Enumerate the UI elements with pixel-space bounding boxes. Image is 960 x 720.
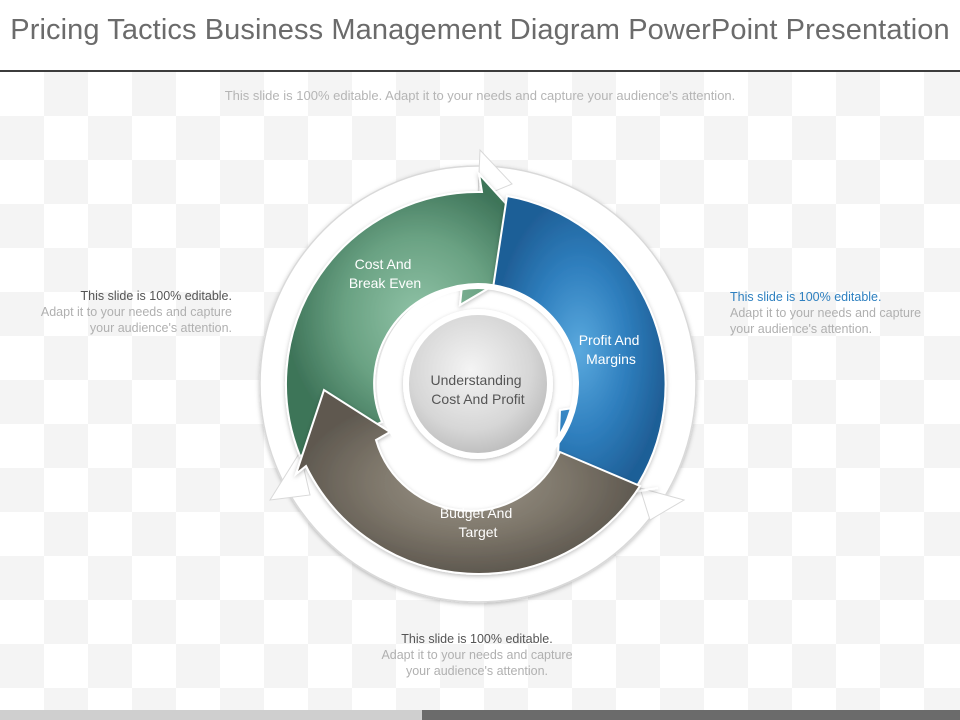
note-right: This slide is 100% editable. Adapt it to… [730,289,930,337]
footer-bar-light [0,710,422,720]
title-divider [0,70,960,72]
label-cost-break-even: Cost And Break Even [349,256,421,291]
footer-bar-dark [422,710,960,720]
slide-subtitle: This slide is 100% editable. Adapt it to… [224,88,736,103]
label-profit-margins: Profit And Margins [579,332,644,367]
note-left: This slide is 100% editable. Adapt it to… [30,288,232,336]
note-left-lead: This slide is 100% editable. [80,289,232,303]
slide-title: Pricing Tactics Business Management Diag… [10,14,950,46]
label-budget-target: Budget And Target [440,505,516,540]
segment-cost-break-even [285,170,552,458]
segment-budget-target [293,388,642,575]
note-bottom: This slide is 100% editable. Adapt it to… [376,631,578,679]
note-left-body: Adapt it to your needs and capture your … [40,305,232,335]
center-disc [403,309,553,459]
note-right-body: Adapt it to your needs and capture your … [730,306,922,336]
note-right-lead: This slide is 100% editable. [730,290,882,304]
center-label: Understanding Cost And Profit [431,372,526,407]
note-bottom-lead: This slide is 100% editable. [401,632,553,646]
note-bottom-body: Adapt it to your needs and capture your … [381,648,573,678]
inner-ring [377,283,579,485]
ring-arrow-right [639,487,686,521]
